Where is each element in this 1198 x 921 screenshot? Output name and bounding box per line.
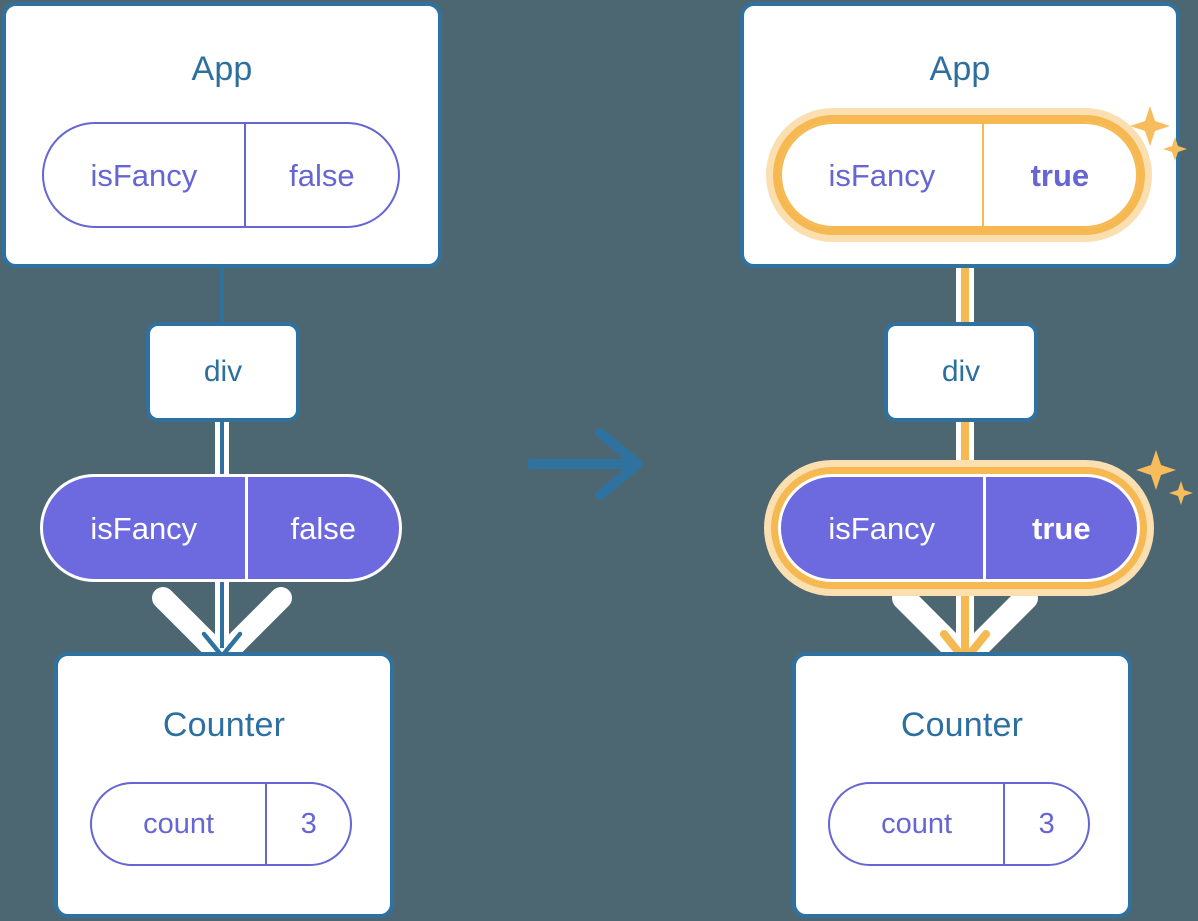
panel-before: App isFancy false div isFancy false Coun… — [0, 0, 460, 921]
pill-key: isFancy — [782, 124, 984, 226]
boxes-before: App isFancy false div isFancy false Coun… — [0, 0, 460, 921]
state-pill-isfancy[interactable]: isFancy true — [778, 474, 1140, 582]
pill-key: count — [92, 784, 268, 864]
state-pill-count[interactable]: count 3 — [828, 782, 1090, 866]
pill-value: true — [1032, 510, 1091, 546]
transition-arrow-right-icon — [527, 428, 643, 500]
component-title-app: App — [929, 50, 991, 88]
boxes-after: App isFancy true div isFancy true Counte… — [738, 0, 1198, 921]
element-box-div[interactable]: div — [146, 322, 300, 422]
component-title-app: App — [191, 50, 253, 88]
pill-key: isFancy — [781, 477, 986, 579]
state-pill-count[interactable]: count 3 — [90, 782, 352, 866]
state-pill-isfancy[interactable]: isFancy false — [40, 474, 402, 582]
element-label-div: div — [203, 355, 243, 388]
pill-key: count — [830, 784, 1006, 864]
pill-value: 3 — [1038, 807, 1055, 840]
prop-pill-app-isfancy[interactable]: isFancy false — [42, 122, 400, 228]
component-title-counter: Counter — [900, 706, 1024, 744]
panel-after: App isFancy true div isFancy true Counte… — [738, 0, 1198, 921]
component-title-counter: Counter — [162, 706, 286, 744]
pill-value: true — [1030, 157, 1090, 193]
pill-value: false — [289, 157, 355, 193]
pill-key: isFancy — [44, 124, 246, 226]
element-label-div: div — [941, 355, 981, 388]
pill-key: isFancy — [43, 477, 248, 579]
pill-value: 3 — [300, 807, 317, 840]
prop-pill-app-isfancy[interactable]: isFancy true — [780, 122, 1138, 228]
pill-value: false — [290, 510, 357, 546]
element-box-div[interactable]: div — [884, 322, 1038, 422]
